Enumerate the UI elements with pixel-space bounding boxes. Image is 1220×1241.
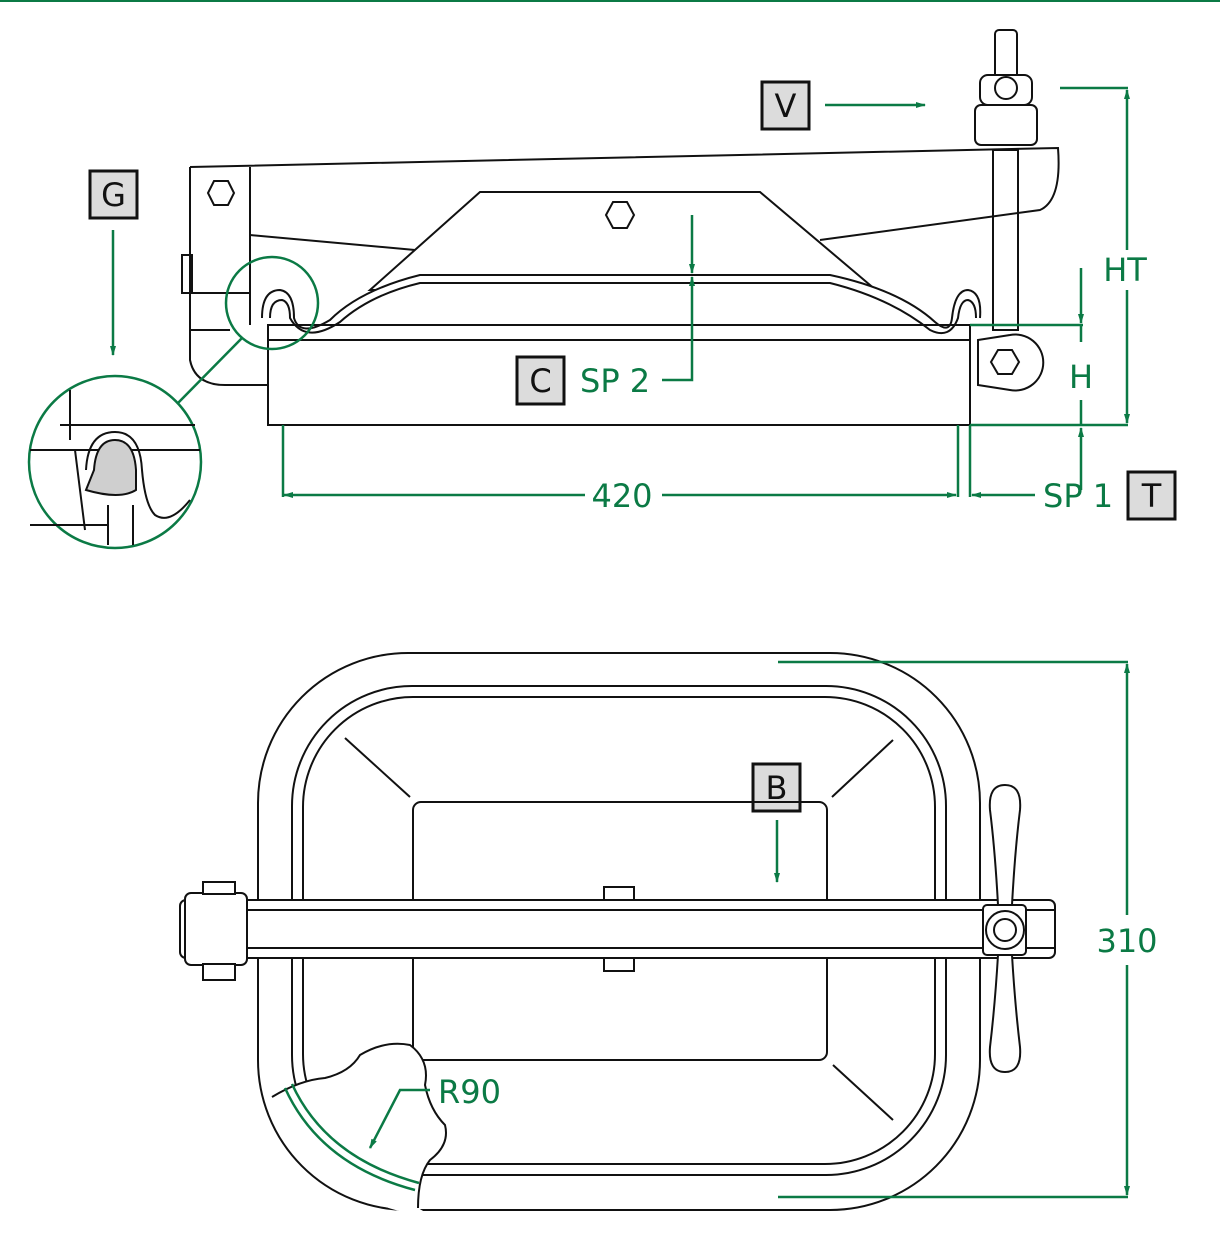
center-nut-top <box>603 886 635 901</box>
label-t: T <box>1126 470 1177 521</box>
center-bolt-icon <box>604 201 636 229</box>
label-g: G <box>88 169 139 220</box>
svg-text:G: G <box>101 176 126 214</box>
label-v: V <box>760 80 811 131</box>
handle-grip <box>994 29 1018 81</box>
dim-sp2-label: SP 2 <box>580 362 650 400</box>
clamp-bar <box>179 899 1056 959</box>
dim-width-label: 420 <box>591 477 652 515</box>
radius-arc <box>283 1087 416 1192</box>
dim-sp1-label: SP 1 <box>1043 477 1113 515</box>
top-view: R90 310 <box>179 652 1158 1215</box>
handle-upper <box>988 783 1022 906</box>
locking-rod <box>992 149 1019 331</box>
dim-310-label: 310 <box>1096 922 1157 960</box>
label-c: C <box>515 355 566 406</box>
detail-g-zoom <box>27 374 203 550</box>
gasket-profile <box>261 274 982 330</box>
dim-h-label: H <box>1069 358 1093 396</box>
hinge-bolt-icon <box>206 180 236 206</box>
hinge-nut-top <box>202 881 236 895</box>
eye-bolt-icon <box>989 349 1021 375</box>
svg-text:B: B <box>766 769 788 807</box>
detail-marker-circle <box>224 255 320 351</box>
handle-lower <box>988 954 1022 1074</box>
side-view <box>27 29 1060 550</box>
cutaway-section <box>272 1043 446 1215</box>
handle-base <box>974 104 1038 146</box>
label-b: B <box>751 762 802 813</box>
dim-ht-label: HT <box>1103 251 1147 289</box>
lid-arm <box>189 146 1060 241</box>
dim-radius-label: R90 <box>438 1073 501 1111</box>
dimensions-side: 420 SP 1 SP 2 H HT <box>110 86 1147 515</box>
svg-text:C: C <box>529 362 551 400</box>
frame <box>267 324 971 426</box>
svg-text:V: V <box>775 87 797 125</box>
center-nut-bottom <box>603 957 635 972</box>
svg-text:T: T <box>1141 477 1162 515</box>
hinge-nut-bottom <box>202 963 236 981</box>
